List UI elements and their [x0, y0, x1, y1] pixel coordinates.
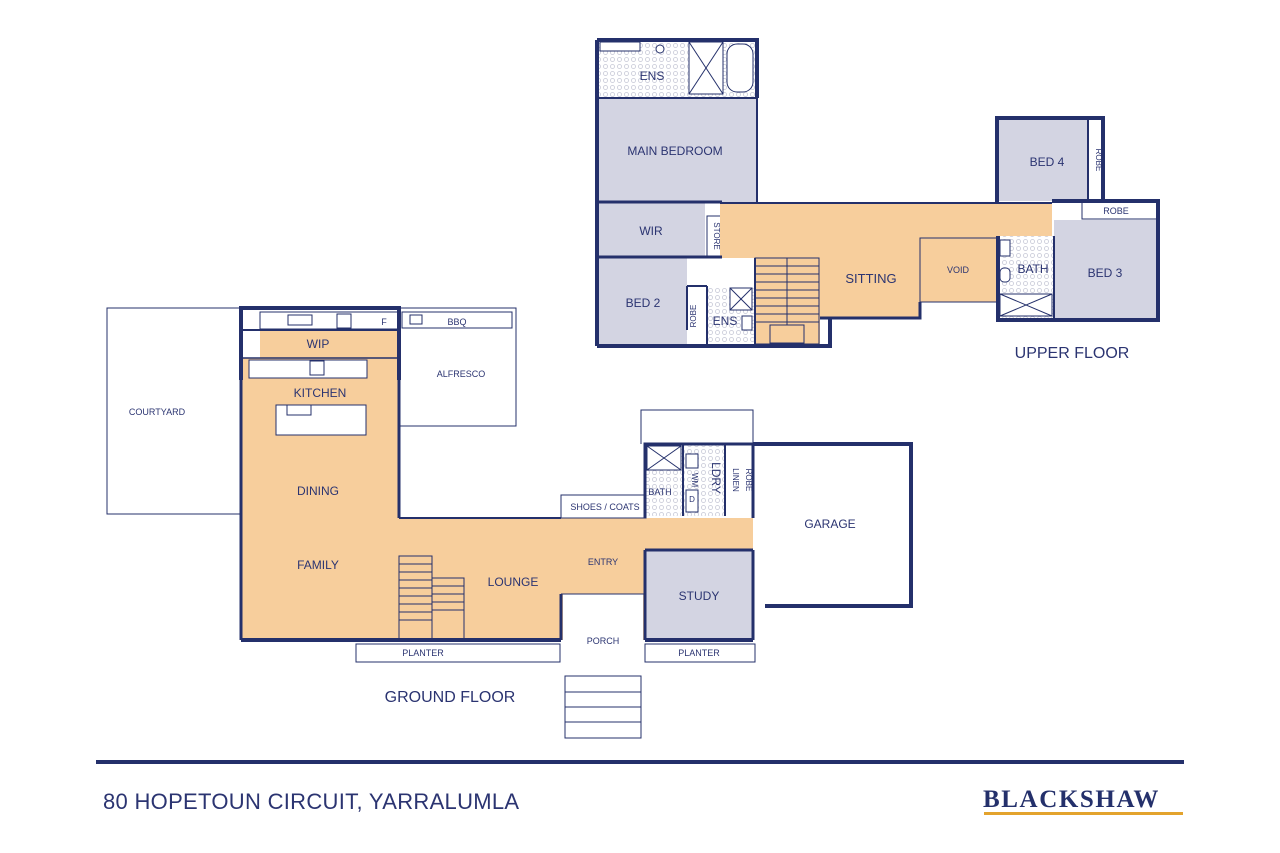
brand-logo: BLACKSHAW [983, 786, 1160, 813]
ground-floor-plan: WIP KITCHEN F BBQ ALFRESCO COURTYARD DIN… [106, 306, 913, 739]
robe-bed3-label: ROBE [1103, 206, 1129, 216]
robe-bed4-area [1088, 118, 1103, 201]
bed3-label: BED 3 [1088, 266, 1123, 280]
main-bedroom-label: MAIN BEDROOM [627, 144, 722, 158]
kitchen-fittings [248, 311, 513, 436]
ens-upper-label: ENS [640, 69, 665, 83]
void-label: VOID [947, 265, 970, 275]
bath-ground-fittings [646, 445, 699, 513]
wip-area [260, 330, 399, 358]
robe-bed4-label: ROBE [1094, 149, 1103, 172]
wir-label: WIR [639, 224, 663, 238]
family-label: FAMILY [297, 558, 339, 572]
alfresco-label: ALFRESCO [437, 369, 486, 379]
bed4-label: BED 4 [1030, 155, 1065, 169]
study-label: STUDY [679, 589, 720, 603]
robe-bed2-label: ROBE [689, 305, 698, 328]
porch-label: PORCH [587, 636, 620, 646]
upper-stairs [754, 257, 820, 345]
bath-upper-label: BATH [1017, 262, 1048, 276]
bed2-area [597, 258, 687, 346]
ground-stairs [398, 555, 465, 641]
ens-fittings [599, 41, 754, 95]
shoes-coats-label: SHOES / COATS [570, 502, 639, 512]
property-address: 80 HOPETOUN CIRCUIT, YARRALUMLA [103, 789, 520, 814]
ground-walls [239, 306, 913, 642]
ldry-label: LDRY [709, 462, 723, 494]
planter-left-label: PLANTER [402, 648, 444, 658]
dryer-label: D [689, 495, 695, 504]
garage-area [753, 444, 911, 608]
study-area [645, 550, 753, 640]
planter-right-label: PLANTER [678, 648, 720, 658]
bed2-label: BED 2 [626, 296, 661, 310]
main-bedroom-area [597, 98, 757, 202]
garage-label: GARAGE [804, 517, 855, 531]
linen-label: LINEN [731, 468, 740, 492]
porch-area [563, 594, 643, 672]
planter-right-box [644, 643, 756, 663]
upper-walls [595, 38, 1160, 348]
wip-label: WIP [307, 337, 330, 351]
robe-ground-label: ROBE [744, 469, 753, 492]
floor-plan: ENS MAIN BEDROOM WIR STORE BED 2 ROBE EN… [106, 38, 1160, 739]
courtyard-label: COURTYARD [129, 407, 186, 417]
ens-bed2-label: ENS [713, 314, 738, 328]
kitchen-label: KITCHEN [294, 386, 347, 400]
bed4-area [997, 118, 1088, 201]
bbq-label: BBQ [447, 317, 466, 327]
hall-area [561, 518, 753, 550]
courtyard-area [106, 307, 242, 515]
sitting-label: SITTING [845, 271, 896, 286]
wir-area [597, 202, 705, 256]
wm-label: WM [690, 473, 699, 488]
brand-underline [984, 812, 1183, 815]
fridge-label: F [381, 317, 387, 327]
lounge-label: LOUNGE [488, 575, 539, 589]
planter-left-box [355, 643, 561, 663]
ground-floor-title: GROUND FLOOR [385, 689, 516, 706]
living-area [241, 374, 752, 640]
bath-ground-label: BATH [648, 487, 671, 497]
store-label: STORE [712, 222, 721, 249]
upper-floor-plan: ENS MAIN BEDROOM WIR STORE BED 2 ROBE EN… [595, 38, 1160, 362]
upper-floor-title: UPPER FLOOR [1015, 345, 1130, 362]
ens-bed2-fittings [729, 287, 753, 331]
porch-steps [564, 675, 642, 739]
entry-label: ENTRY [588, 557, 618, 567]
footer-divider [96, 760, 1184, 764]
dining-label: DINING [297, 484, 339, 498]
bed3-area [1054, 220, 1158, 318]
